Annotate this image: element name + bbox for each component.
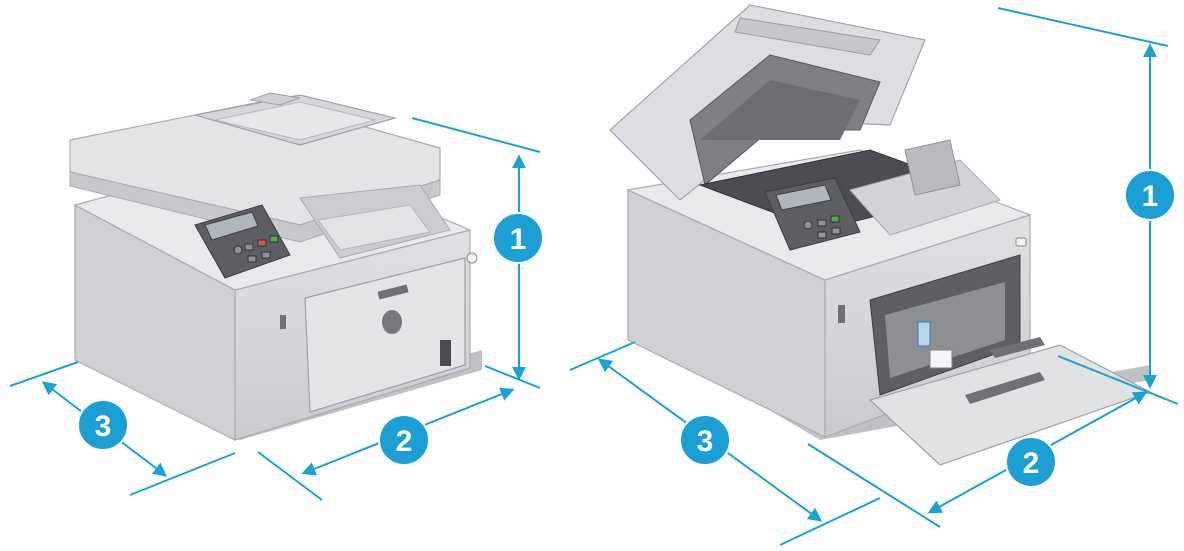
callout-open-height: 1	[1124, 169, 1176, 221]
callout-open-depth: 3	[679, 414, 731, 466]
callout-closed-depth: 3	[77, 399, 129, 451]
paper-tray	[304, 257, 466, 413]
svg-text:3: 3	[697, 425, 714, 458]
callout-closed-width: 2	[378, 414, 430, 466]
callout-open-width: 2	[1005, 436, 1057, 488]
control-panel-open	[764, 177, 861, 251]
svg-text:3: 3	[95, 410, 112, 443]
svg-text:1: 1	[1142, 180, 1159, 213]
printer-closed	[69, 92, 482, 441]
power-button-icon	[466, 252, 478, 264]
svg-text:2: 2	[1023, 447, 1040, 480]
callout-closed-height: 1	[492, 212, 544, 264]
svg-text:1: 1	[510, 223, 527, 256]
control-panel	[194, 204, 291, 279]
printer-open	[609, 4, 1152, 466]
svg-text:2: 2	[396, 425, 413, 458]
